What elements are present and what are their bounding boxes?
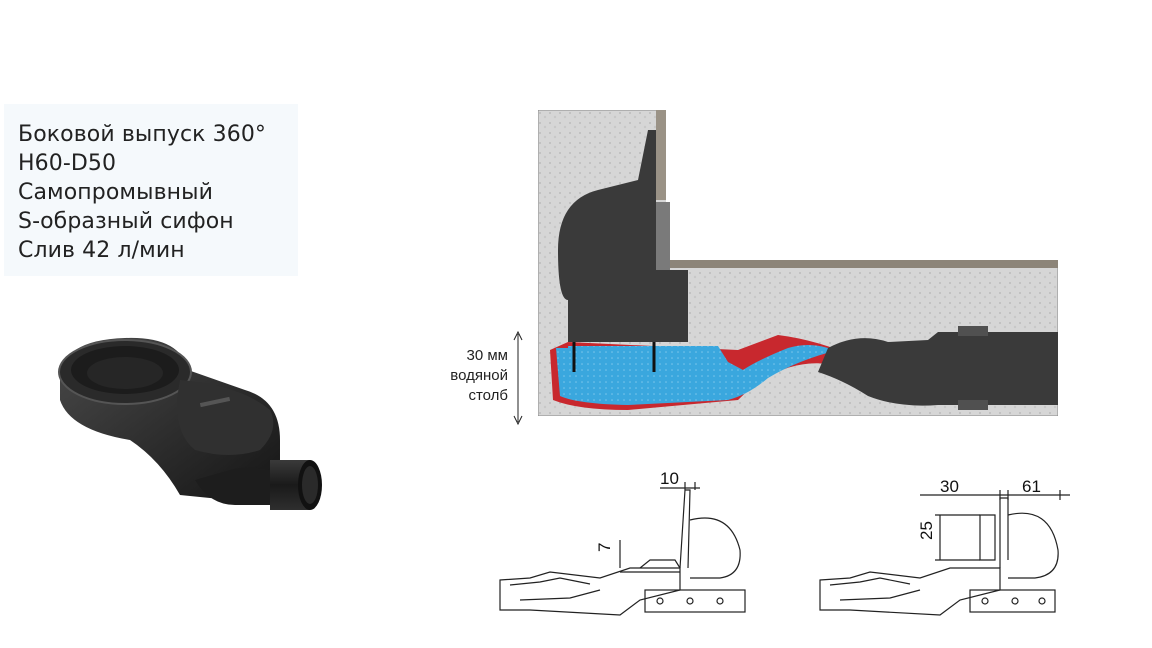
water-column-value: 30 мм xyxy=(466,347,508,364)
water-column-word2: столб xyxy=(468,387,508,404)
feature-panel: Боковой выпуск 360° H60-D50 Самопромывны… xyxy=(4,104,298,276)
feature-s-trap: S-образный сифон xyxy=(18,209,234,234)
cross-section-diagram xyxy=(538,110,1058,416)
water-column-label: 30 мм водяной столб xyxy=(428,346,508,406)
dim-top-left-drawing: 10 xyxy=(660,469,679,488)
dim-top-30-right-drawing: 30 xyxy=(940,477,959,496)
dim-side-left-drawing: 7 xyxy=(595,543,614,552)
feature-dimensions: H60-D50 xyxy=(18,151,117,176)
technical-drawing-right: 30 61 25 xyxy=(819,477,1070,616)
feature-list: Боковой выпуск 360° H60-D50 Самопромывны… xyxy=(4,104,298,265)
drain-product-image xyxy=(58,337,322,510)
feature-side-outlet: Боковой выпуск 360° xyxy=(18,122,267,147)
feature-self-cleaning: Самопромывный xyxy=(18,180,213,205)
feature-flow-rate: Слив 42 л/мин xyxy=(18,238,185,263)
technical-drawing-left: 10 7 xyxy=(499,469,746,616)
water-column-word1: водяной xyxy=(450,367,508,384)
dim-top-61-right-drawing: 61 xyxy=(1022,477,1041,496)
water-column-dimension-arrow xyxy=(513,330,523,426)
dim-side-25-right-drawing: 25 xyxy=(917,521,936,540)
